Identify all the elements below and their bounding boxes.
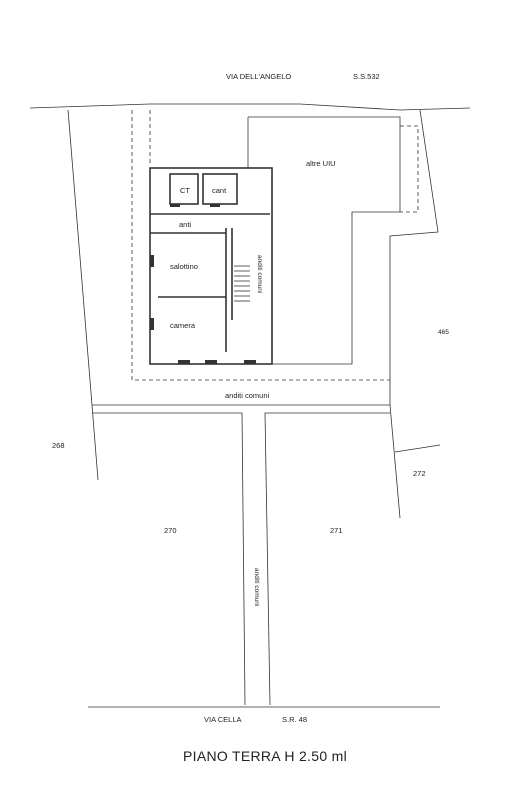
anditi-comuni-horizontal-label: anditi comuni [225,391,270,400]
top-road-line [29,103,471,111]
camera-label: camera [170,321,196,330]
salottino-label: salottino [170,262,198,271]
dashed-right-boundary [400,125,419,213]
stair-steps [234,265,250,302]
altre-uiu-outline [248,116,401,365]
lower-common-line-left [92,412,246,706]
anditi-comuni-vertical-label: anditi comuni [253,568,260,606]
parcel-271-label: 271 [330,526,343,535]
bottom-street-code: S.R. 48 [282,715,307,724]
parcel-268-label: 268 [52,441,65,450]
top-street-code: S.S.532 [353,72,380,81]
anti-label: anti [179,220,191,229]
dashed-left-boundary [131,110,390,381]
parcel-272-label: 272 [413,469,426,478]
left-lower-boundary [91,404,99,481]
left-parcel-boundary [67,109,93,406]
apartment-outline [149,167,273,365]
parcel-465-label: 465 [438,329,449,336]
parcel-272-boundary [394,444,441,453]
bottom-street-name: VIA CELLA [204,715,242,724]
ct-room [169,173,199,205]
ct-label: CT [180,186,190,195]
altre-uiu-label: altre UIU [306,159,336,168]
top-street-name: VIA DELL'ANGELO [226,72,291,81]
window-marks [150,204,256,364]
cant-label: cant [212,186,227,195]
floor-title: PIANO TERRA H 2.50 ml [183,748,347,764]
stair-anditi-label: anditi comuni [256,255,263,293]
parcel-270-label: 270 [164,526,177,535]
right-parcel-boundary [389,109,439,519]
lower-common-line-right [264,412,390,706]
